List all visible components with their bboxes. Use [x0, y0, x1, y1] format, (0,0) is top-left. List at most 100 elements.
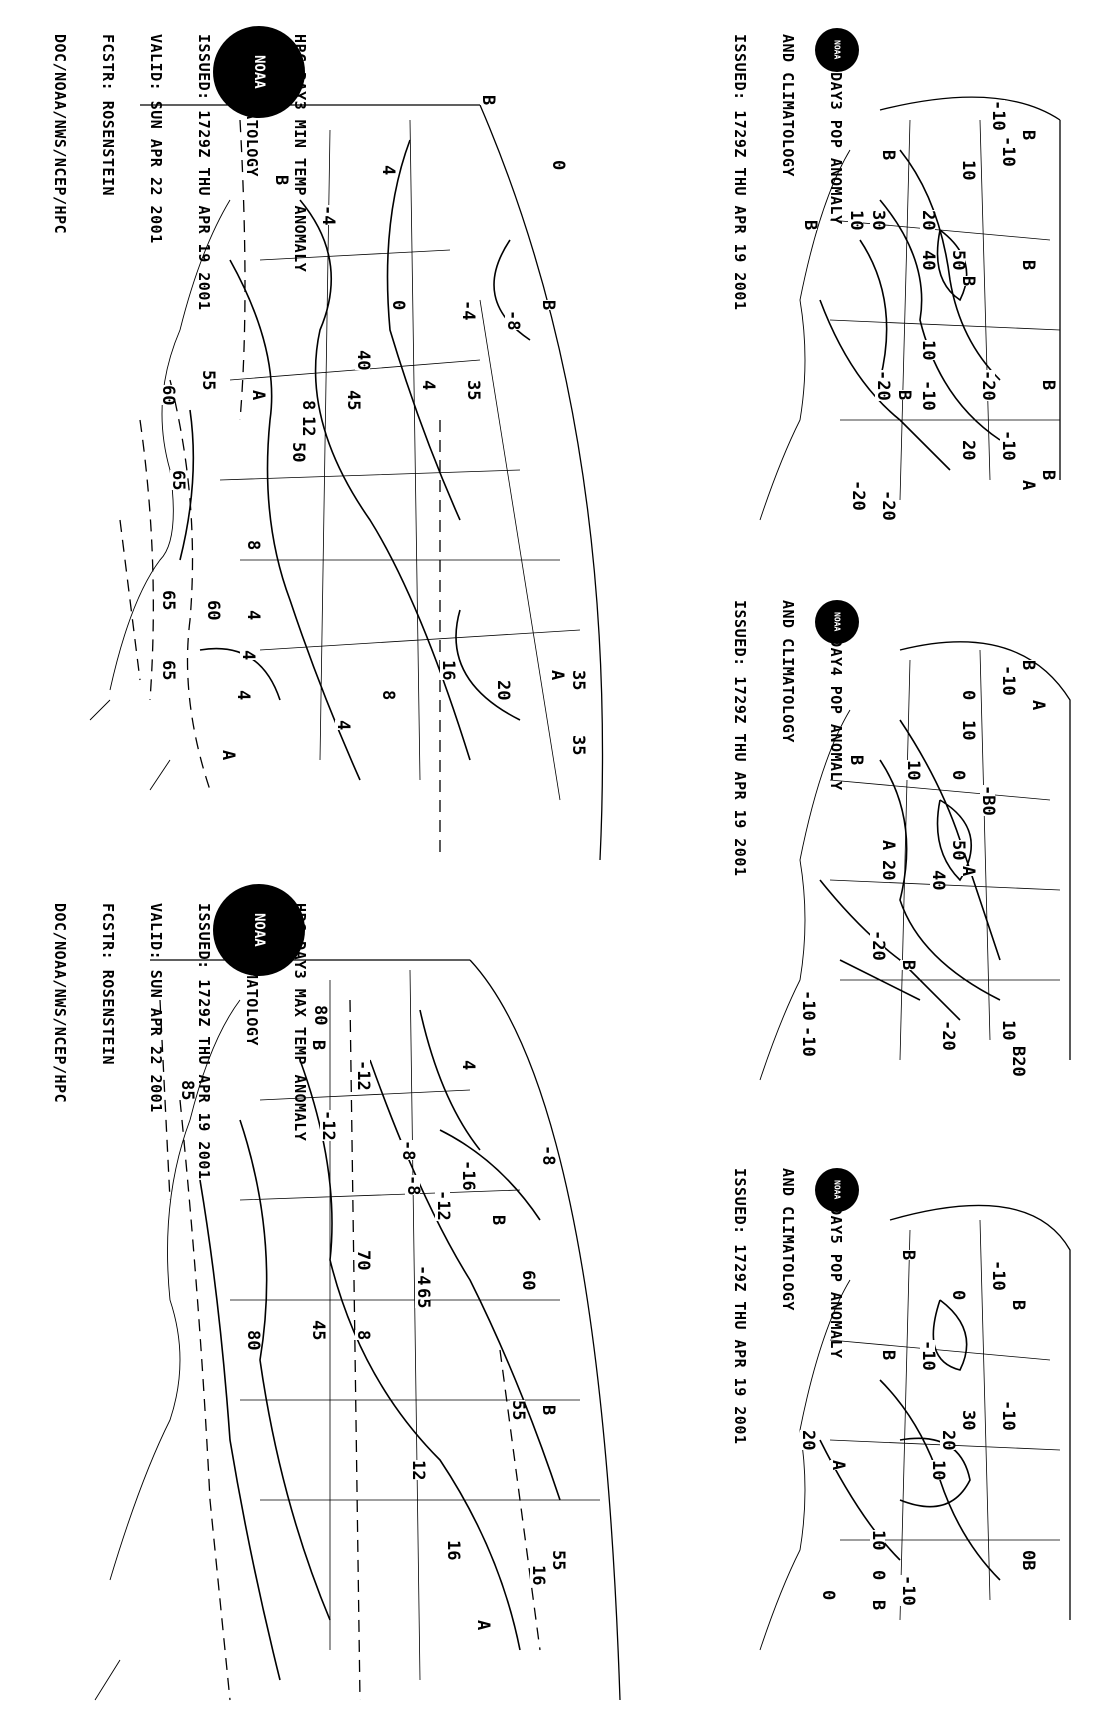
above-normal-marker: A — [958, 866, 978, 877]
contour-label: 0 — [868, 1570, 888, 1581]
contour-label: 80 — [243, 1330, 263, 1351]
contour-label: -10 — [998, 1400, 1018, 1431]
contour-label: 35 — [568, 735, 588, 756]
contour-label: 0 — [548, 160, 568, 171]
below-normal-marker: B — [538, 300, 558, 311]
contour-label: 20 — [938, 1430, 958, 1451]
above-normal-marker: A — [248, 390, 268, 401]
contour — [369, 1009, 561, 1501]
contour-label: 12 — [408, 1460, 428, 1481]
contour-label: -10 — [998, 665, 1018, 696]
contour-label: 65 — [158, 590, 178, 611]
above-normal-marker: A — [878, 840, 898, 851]
above-normal-marker: A — [1018, 480, 1038, 491]
contour-label: 4 — [233, 690, 253, 701]
coastline — [94, 999, 241, 1701]
contour — [199, 1179, 281, 1681]
below-normal-marker: B — [894, 390, 914, 401]
contour-label: 20 — [493, 680, 513, 701]
contour-label: -20 — [873, 370, 893, 401]
below-normal-marker: B — [1018, 660, 1038, 671]
above-normal-marker: A — [218, 750, 238, 761]
below-normal-marker: B — [846, 755, 866, 766]
contour-label: -10 — [988, 100, 1008, 131]
below-normal-marker: B — [898, 960, 918, 971]
below-normal-marker: B — [1038, 380, 1058, 391]
contour-label: 60 — [158, 385, 178, 406]
below-normal-marker: B — [538, 1405, 558, 1416]
below-normal-marker: B — [1018, 130, 1038, 141]
contour-label: 10 — [868, 1530, 888, 1551]
contour-label: 60 — [518, 1270, 538, 1291]
contour-label: -10 — [988, 1260, 1008, 1291]
contour-label: 50 — [288, 442, 308, 463]
contour — [386, 139, 461, 521]
contour — [819, 149, 1001, 471]
below-normal-marker: B — [1038, 470, 1058, 481]
contour-label: 35 — [568, 670, 588, 691]
contour-label: 30 — [958, 1410, 978, 1431]
contour-label: 40 — [353, 350, 373, 371]
contour-label: 10 — [958, 160, 978, 181]
map-border-day4-pop — [899, 641, 1071, 1060]
contour-label: 16 — [528, 1565, 548, 1586]
contour-label: -8 — [403, 1175, 423, 1196]
issued-line: ISSUED: 1729Z THU APR 19 2001 — [731, 600, 749, 877]
above-normal-marker: A — [547, 670, 567, 681]
contour-label: 80 — [310, 1005, 330, 1026]
contour-label: -10 — [998, 136, 1018, 167]
contour-label: 65 — [168, 470, 188, 491]
forecaster-line: FCSTR: ROSENSTEIN — [99, 903, 117, 1066]
climatology-contour — [159, 999, 541, 1701]
contour-label: 60 — [203, 600, 223, 621]
below-normal-marker: B — [898, 1250, 918, 1261]
coastline — [759, 709, 851, 1081]
below-normal-marker: B — [271, 175, 291, 186]
contour-label: -20 — [848, 480, 868, 511]
contour-label: 4 — [458, 1060, 478, 1071]
contour-label: 65 — [158, 660, 178, 681]
day3-pop-title-block: HPC DAY3 POP ANOMALY AND CLIMATOLOGY ISS… — [716, 34, 876, 310]
contour-label: -12 — [433, 1190, 453, 1221]
contour-label: 55 — [508, 1400, 528, 1421]
contour-label: 0 — [388, 300, 408, 311]
contour-label: 4 — [333, 720, 353, 731]
contour-label: -4 — [318, 205, 338, 226]
contour-label: 10 — [846, 210, 866, 231]
valid-line: VALID: SUN APR 22 2001 — [147, 903, 165, 1113]
source-line: DOC/NOAA/NWS/NCEP/HPC — [51, 34, 69, 235]
contour-label: 50 — [948, 250, 968, 271]
source-line: DOC/NOAA/NWS/NCEP/HPC — [51, 903, 69, 1104]
contour-label: -4 — [413, 1265, 433, 1286]
contour-label: 8 — [298, 400, 318, 411]
below-normal-marker: B — [800, 220, 820, 231]
contour-label: -20 — [978, 370, 998, 401]
contour-label: -20 — [878, 490, 898, 521]
contour-label: -4 — [458, 300, 478, 321]
contour-label: 16 — [443, 1540, 463, 1561]
contour-label: 0B — [1018, 1550, 1038, 1571]
contour-label: 0 — [948, 770, 968, 781]
title-line: HPC DAY3 MIN TEMP ANOMALY — [291, 34, 309, 273]
below-normal-marker: B — [308, 1040, 328, 1051]
noaa-logo: NOAA — [815, 600, 859, 644]
contour-label: 20 — [958, 440, 978, 461]
climatology-contour — [119, 119, 441, 860]
min-temp-title-block: HPC DAY3 MIN TEMP ANOMALY AND CLIMATOLOG… — [36, 34, 340, 310]
map-border-day3-pop — [879, 96, 1061, 480]
contour-label: 8 — [378, 690, 398, 701]
map-border-day5-pop — [889, 1204, 1071, 1620]
contour-label: 35 — [463, 380, 483, 401]
contour-label: 4 — [378, 165, 398, 176]
contour — [179, 409, 281, 701]
contour-label: 85 — [177, 1080, 197, 1101]
contour-label: 10 — [903, 760, 923, 781]
contour-label: 0 — [948, 1290, 968, 1301]
below-normal-marker: B — [1008, 1300, 1028, 1311]
valid-line: VALID: SUN APR 22 2001 — [147, 34, 165, 244]
contour-label: 40 — [928, 870, 948, 891]
contour-label: -B0 — [978, 785, 998, 816]
title-line: AND CLIMATOLOGY — [779, 34, 797, 177]
contour-label: 0 — [958, 690, 978, 701]
